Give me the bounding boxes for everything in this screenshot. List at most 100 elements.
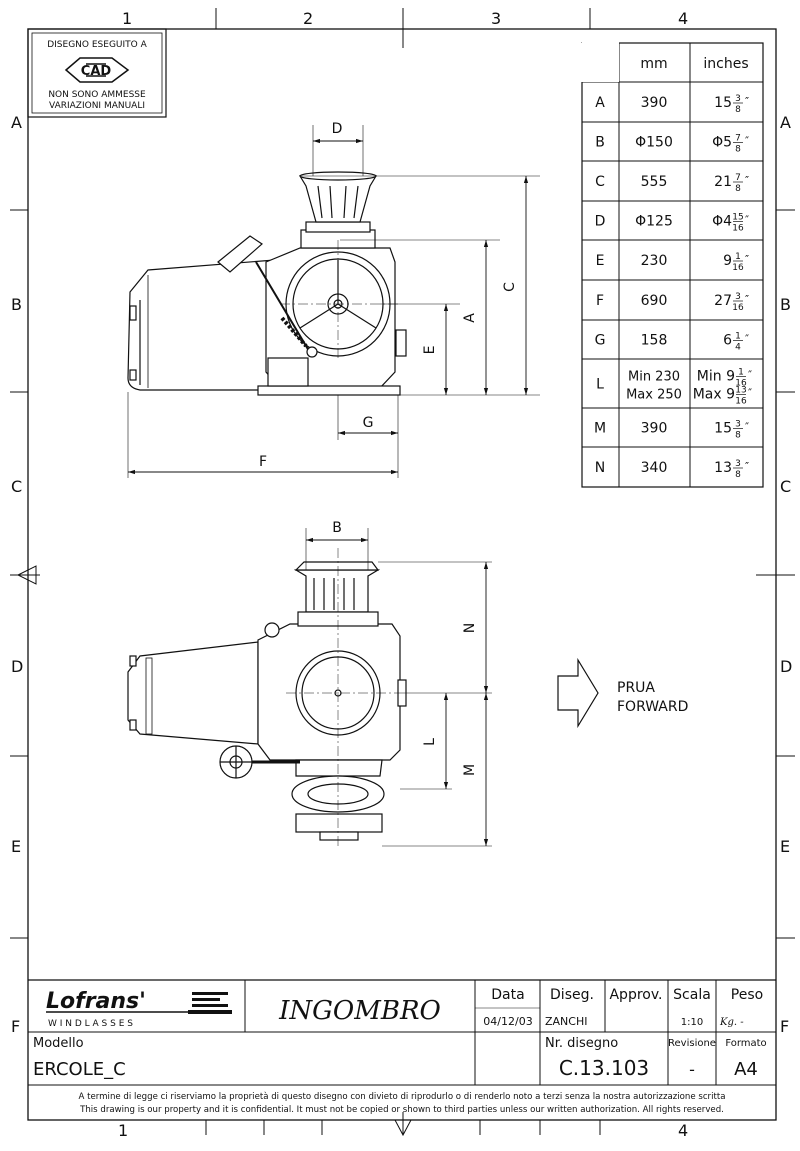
col-label-4: 4 — [678, 9, 688, 28]
col-label-3: 3 — [491, 9, 501, 28]
row-N-key: N — [595, 460, 605, 476]
top-view-dimensions — [286, 528, 492, 848]
stamp-line2: NON SONO AMMESSE — [48, 90, 146, 100]
row-D-inch-numerator: 15 — [732, 213, 743, 223]
row-C-key: C — [595, 174, 605, 190]
dim-label-G: G — [363, 415, 374, 431]
stamp-line1: DISEGNO ESEGUITO A — [47, 40, 147, 50]
row-G-inch-numerator: 1 — [735, 332, 741, 342]
dim-label-D: D — [332, 121, 343, 137]
row-label-left-D: D — [11, 657, 23, 676]
row-M-inch-whole: 15 — [714, 421, 732, 437]
row-F-inch-whole: 27 — [714, 293, 732, 309]
data-label: Data — [491, 987, 524, 1003]
row-G-key: G — [595, 333, 606, 349]
direction-line2: FORWARD — [617, 699, 688, 715]
scala-value: 1:10 — [681, 1017, 703, 1028]
winch-mark-icon — [188, 992, 232, 1014]
row-E-inch-denominator: 16 — [732, 263, 744, 273]
table-header-inches: inches — [703, 56, 748, 72]
nr-disegno-label: Nr. disegno — [545, 1036, 618, 1051]
dim-label-E: E — [422, 346, 438, 355]
row-D-inch-mark: ″ — [745, 214, 749, 227]
row-F-key: F — [596, 293, 604, 309]
cad-stamp: DISEGNO ESEGUITO A CAD NON SONO AMMESSE … — [27, 28, 167, 118]
windlass-side-view — [127, 171, 407, 396]
dim-label-C: C — [502, 282, 518, 292]
row-B-key: B — [595, 135, 605, 151]
row-L-min-inch-denominator: 16 — [735, 379, 747, 389]
direction-line1: PRUA — [617, 680, 655, 696]
col-label-2: 2 — [303, 9, 313, 28]
row-M-inch-numerator: 3 — [735, 420, 741, 430]
zone-labels: 1 2 3 4 1 4 A B C D E F A B C D E F — [11, 9, 792, 1140]
peso-value: Kg. - — [719, 1017, 744, 1028]
row-F-inch-denominator: 16 — [732, 303, 744, 313]
row-A-key: A — [595, 95, 605, 111]
dim-label-A: A — [462, 313, 478, 323]
forward-arrow-icon — [557, 657, 599, 729]
row-E-mm: 230 — [641, 253, 668, 269]
row-B-inch-numerator: 7 — [735, 134, 741, 144]
peso-label: Peso — [731, 987, 763, 1003]
row-M-key: M — [594, 421, 606, 437]
cad-logo — [64, 57, 130, 83]
row-G-mm: 158 — [641, 333, 668, 349]
legal-italian: A termine di legge ci riserviamo la prop… — [79, 1092, 726, 1102]
row-label-right-E: E — [780, 837, 790, 856]
formato-value: A4 — [734, 1059, 758, 1080]
row-C-mm: 555 — [641, 174, 668, 190]
row-L-max-inch-whole: Max 9 — [693, 387, 735, 403]
dim-label-N: N — [462, 623, 478, 633]
row-B-mm: Φ150 — [635, 135, 673, 151]
row-E-inch-numerator: 1 — [735, 252, 741, 262]
row-L-mm-max: Max 250 — [626, 388, 682, 403]
row-E-inch-mark: ″ — [745, 253, 749, 266]
row-G-inch-whole: 6 — [723, 333, 732, 349]
row-label-left-B: B — [11, 295, 22, 314]
col-label-bottom-1: 1 — [118, 1121, 128, 1140]
top-view-dimension-labels: B N L M — [332, 520, 478, 776]
col-label-bottom-4: 4 — [678, 1121, 688, 1140]
row-B-inch-mark: ″ — [745, 135, 749, 148]
row-A-inch-denominator: 8 — [735, 105, 741, 115]
dim-label-B: B — [332, 520, 342, 536]
lofrans-logo: Lofrans' W I N D L A S S E S — [46, 989, 232, 1029]
revisione-value: - — [689, 1060, 695, 1079]
table-header-mm: mm — [640, 56, 667, 72]
side-view-dimensions — [127, 125, 540, 478]
stamp-logo-text: CAD — [81, 64, 112, 79]
row-label-left-F: F — [11, 1017, 20, 1036]
modello-value: ERCOLE_C — [33, 1059, 126, 1080]
row-N-inch-denominator: 8 — [735, 470, 741, 480]
side-view-dimension-labels: D C A E G F — [259, 121, 518, 470]
dim-label-M: M — [462, 764, 478, 776]
row-L-min-inch-numerator: 1 — [738, 368, 744, 378]
brand-sub: W I N D L A S S E S — [48, 1019, 133, 1029]
row-label-right-D: D — [780, 657, 792, 676]
row-G-inch-denominator: 4 — [735, 343, 741, 353]
row-F-inch-mark: ″ — [745, 293, 749, 306]
row-A-inch-mark: ″ — [745, 95, 749, 108]
row-B-inch-denominator: 8 — [735, 145, 741, 155]
row-G-inch-mark: ″ — [745, 333, 749, 346]
row-N-mm: 340 — [641, 460, 668, 476]
revisione-label: Revisione — [668, 1038, 716, 1049]
scala-label: Scala — [673, 987, 711, 1003]
row-label-left-A: A — [11, 113, 22, 132]
zone-ticks — [10, 8, 795, 1137]
row-M-mm: 390 — [641, 421, 668, 437]
row-A-mm: 390 — [641, 95, 668, 111]
dim-label-L: L — [422, 738, 438, 746]
row-M-inch-denominator: 8 — [735, 431, 741, 441]
legal-english: This drawing is our property and it is c… — [79, 1105, 724, 1115]
row-C-inch-numerator: 7 — [735, 173, 741, 183]
brand-name: Lofrans' — [46, 989, 146, 1014]
diseg-label: Diseg. — [550, 987, 594, 1003]
row-D-key: D — [595, 214, 606, 230]
row-L-key: L — [596, 377, 604, 393]
row-C-inch-whole: 21 — [714, 174, 732, 190]
dim-label-F: F — [259, 454, 267, 470]
